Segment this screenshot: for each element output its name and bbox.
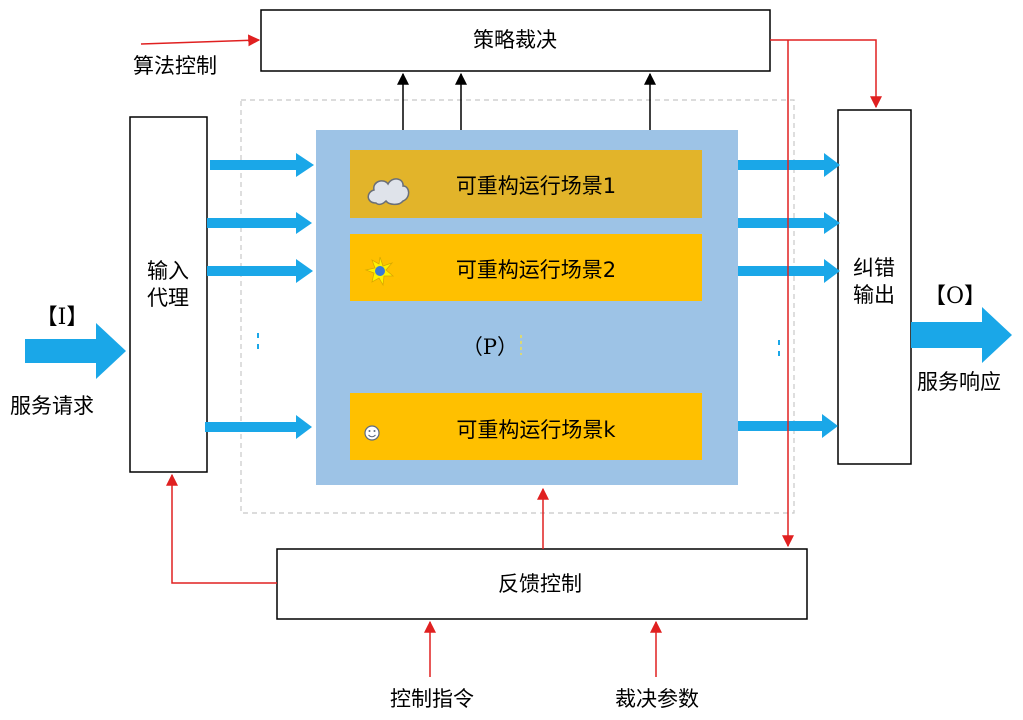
- output-flow-arrow-3: [738, 259, 840, 283]
- scenario-1-label: 可重构运行场景1: [456, 174, 616, 198]
- feedback-control-box[interactable]: 反馈控制: [276, 548, 808, 620]
- scenario-k-label: 可重构运行场景k: [456, 418, 616, 442]
- service-request-label: 服务请求: [10, 394, 94, 418]
- control-command-label: 控制指令: [390, 687, 474, 711]
- input-marker: 【I】: [36, 305, 89, 330]
- error-output-box[interactable]: 纠错 输出: [837, 109, 912, 465]
- strategy-arbitration-label: 策略裁决: [473, 28, 557, 52]
- output-flow-arrow-2: [738, 212, 840, 234]
- cloud-icon: [367, 178, 410, 206]
- output-flow-arrow-1: [738, 153, 840, 177]
- service-response-arrow: [911, 307, 1012, 363]
- scenario-1-box[interactable]: 可重构运行场景1: [350, 150, 702, 218]
- output-marker: 【O】: [924, 284, 986, 309]
- input-proxy-box[interactable]: 输入 代理: [129, 116, 208, 473]
- arbitration-params-label: 裁决参数: [615, 687, 699, 711]
- algorithm-control-arrow: [140, 34, 261, 47]
- smiley-icon: [364, 425, 380, 441]
- strategy-to-output-arrow: [770, 39, 882, 109]
- dashed-frame: [240, 99, 795, 514]
- input-flow-arrow-3: [207, 259, 313, 283]
- sun-icon: [364, 256, 395, 287]
- feedback-control-label: 反馈控制: [498, 572, 582, 596]
- scenario-2-box[interactable]: 可重构运行场景2: [350, 234, 702, 301]
- input-flow-arrow-1: [210, 153, 314, 177]
- error-output-label-2: 输出: [853, 283, 895, 307]
- scenario-2-label: 可重构运行场景2: [456, 258, 616, 282]
- algorithm-control-label: 算法控制: [133, 54, 217, 78]
- input-flow-arrow-4: [205, 415, 312, 439]
- error-output-label-1: 纠错: [853, 256, 895, 280]
- input-flow-arrow-2: [207, 212, 312, 234]
- service-request-arrow: [25, 323, 126, 379]
- process-marker: （P）: [462, 335, 518, 359]
- scenario-k-box[interactable]: 可重构运行场景k: [350, 393, 702, 460]
- feedback-to-input-arrow: [166, 473, 277, 584]
- service-response-label: 服务响应: [917, 370, 1001, 394]
- input-proxy-label-1: 输入: [147, 259, 189, 283]
- strategy-arbitration-box[interactable]: 策略裁决: [260, 9, 771, 72]
- input-proxy-label-2: 代理: [147, 286, 189, 310]
